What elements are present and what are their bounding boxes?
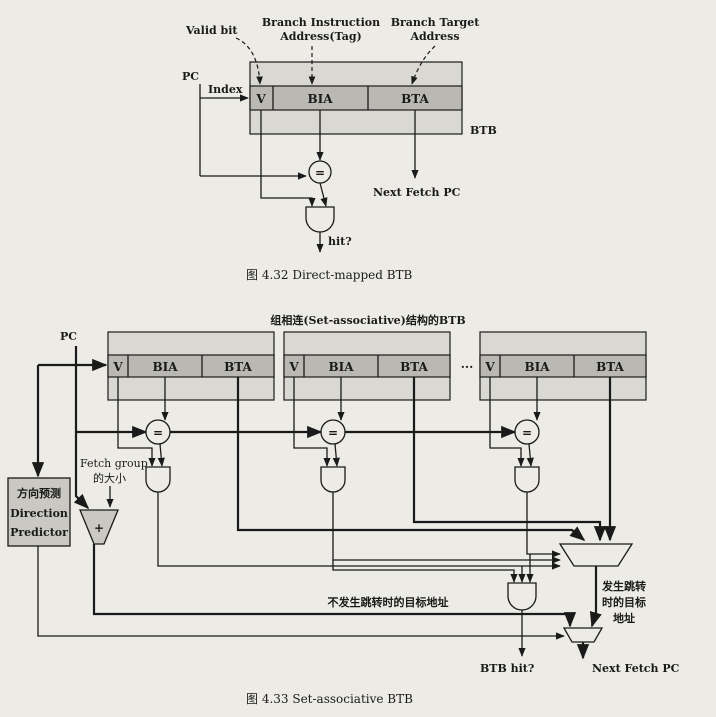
caption-fig-4-33: 图 4.33 Set-associative BTB [246, 692, 413, 706]
btb-hit-label: BTB hit? [480, 662, 534, 675]
way3-and-gate [514, 466, 540, 493]
btb-way-1: V BIA BTA [107, 331, 275, 401]
hit-label: hit? [328, 235, 352, 248]
pc-label-2: PC [60, 330, 77, 343]
way1-and-gate [145, 466, 171, 493]
direction-label-cn: 方向预测 [17, 486, 61, 500]
fetch-group-label-cn: 的大小 [93, 471, 126, 485]
cell-v: V [255, 92, 266, 106]
way2-cell-bta: BTA [400, 360, 428, 374]
way3-comparator-symbol: = [522, 426, 532, 440]
adder-symbol: + [94, 521, 104, 535]
pc-label: PC [182, 70, 199, 83]
way1-cell-bia: BIA [152, 360, 178, 374]
way1-cell-bta: BTA [224, 360, 252, 374]
taken-target-label-1: 发生跳转 [601, 579, 646, 593]
way3-cell-bta: BTA [596, 360, 624, 374]
way2-cell-v: V [288, 360, 299, 374]
taken-target-label-2: 时的目标 [602, 595, 646, 609]
valid-bit-pointer [235, 37, 263, 85]
set-associative-btb-diagram: 组相连(Set-associative)结构的BTB V BIA BTA V B… [7, 313, 680, 675]
btb-label: BTB [470, 124, 497, 137]
way2-comparator [320, 419, 346, 445]
btb-way-3: V BIA BTA [479, 331, 647, 401]
btb-hit-or-gate [507, 582, 537, 611]
ways-ellipsis: ··· [461, 360, 474, 374]
index-label: Index [208, 83, 243, 96]
valid-bit-label: Valid bit [185, 24, 238, 37]
bta-label-line2: Address [409, 30, 459, 43]
way3-cell-bia: BIA [524, 360, 550, 374]
cell-bia: BIA [307, 92, 333, 106]
set-assoc-title: 组相连(Set-associative)结构的BTB [270, 313, 465, 327]
bta-pointer [411, 45, 436, 85]
direction-label-en2: Predictor [10, 526, 68, 539]
taken-target-mux [558, 543, 634, 567]
cell-bta: BTA [401, 92, 429, 106]
caption-fig-4-32: 图 4.32 Direct-mapped BTB [246, 268, 413, 282]
not-taken-target-label: 不发生跳转时的目标地址 [328, 595, 449, 609]
way2-and-gate [320, 466, 346, 493]
direct-mapped-btb-diagram: V BIA BTA BTB Valid bit Branch Instructi… [182, 16, 497, 253]
next-fetch-pc-label-2: Next Fetch PC [592, 662, 680, 675]
next-fetch-pc-label: Next Fetch PC [373, 186, 461, 199]
pc-adder [79, 509, 119, 545]
direction-label-en1: Direction [10, 507, 68, 520]
way3-comparator [514, 419, 540, 445]
way1-cell-v: V [112, 360, 123, 374]
bta-label-line1: Branch Target [391, 16, 480, 29]
fetch-group-label-en: Fetch group [80, 457, 148, 470]
taken-target-label-3: 地址 [613, 611, 635, 625]
way1-comparator [145, 419, 171, 445]
btb-entry-row [249, 85, 463, 111]
next-pc-mux [562, 627, 604, 643]
direction-predictor-box [7, 477, 71, 547]
way3-cell-v: V [484, 360, 495, 374]
bia-label-line1: Branch Instruction [262, 16, 380, 29]
comparator-symbol: = [315, 166, 325, 180]
btb-way-2: V BIA BTA [283, 331, 451, 401]
way2-comparator-symbol: = [328, 426, 338, 440]
way2-cell-bia: BIA [328, 360, 354, 374]
way1-comparator-symbol: = [153, 426, 163, 440]
bia-label-line2: Address(Tag) [279, 30, 361, 43]
hit-and-gate [305, 206, 335, 233]
